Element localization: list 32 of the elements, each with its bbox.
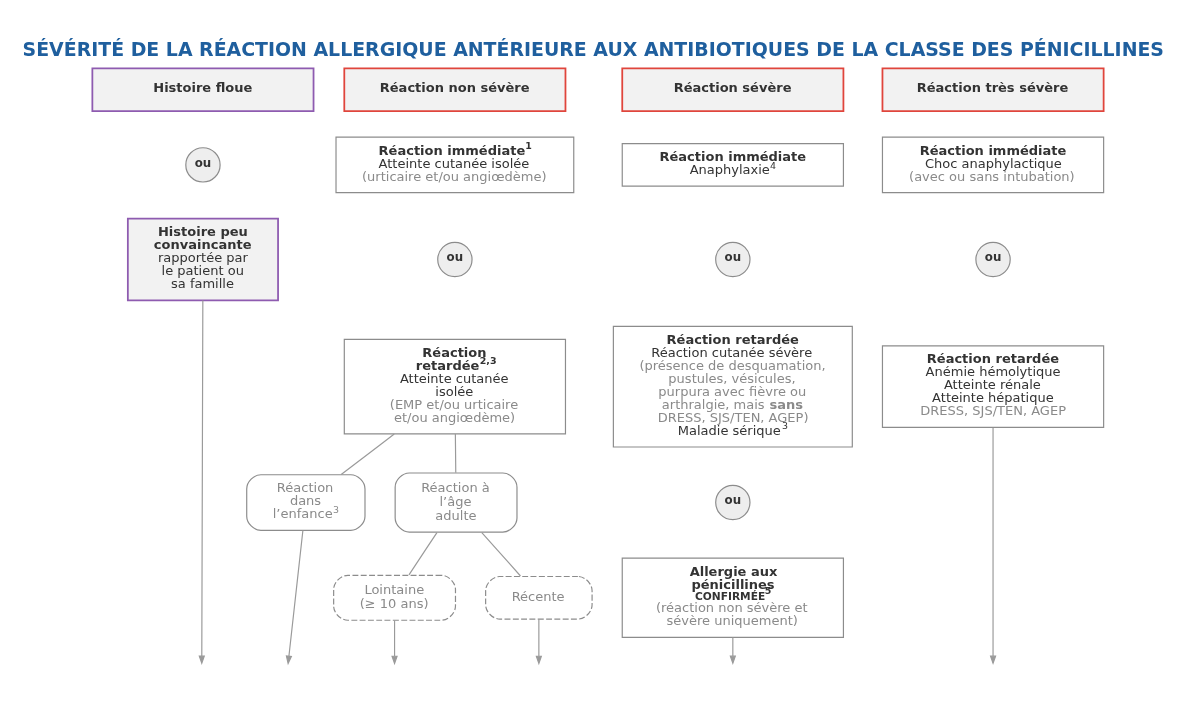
connector (408, 532, 438, 576)
node-circle: ou (715, 241, 751, 278)
node-circle: ou (185, 147, 221, 183)
arrow (535, 618, 543, 666)
node-box: Réaction retardée$^{2,3}$ Atteinte cutanée isolée (EMP et/ou urticaire et/ou angiœdème) (343, 338, 567, 435)
node-circle: ou (715, 484, 751, 521)
arrow (729, 637, 737, 666)
arrow (198, 299, 206, 665)
node-box: Réaction immédiate$^{1}$ Atteinte cutanée isolée (urticaire et/ou angiœdème) (335, 136, 575, 194)
connector (454, 433, 457, 474)
node-box: Réaction retardée Réaction cutanée sévère (présence de desquamation, pustules, vésicules, purpura avec fièvre ou arthralgie, mais sans DRESS, SJS/TEN, AGEP) Maladie sérique$^{3}$ (612, 325, 853, 448)
node-box: Réaction immédiate Choc anaphylactique (avec ou sans intubation) (881, 136, 1105, 194)
node-box: Réaction non sévère (343, 67, 567, 112)
node-circle: ou (975, 241, 1011, 278)
node-box: Réaction à l’âge adulte (394, 472, 518, 533)
arrow (989, 427, 997, 666)
arrow (285, 529, 304, 666)
diagram-title: SÉVÉRITÉ DE LA RÉACTION ALLERGIQUE ANTÉRIEURE AUX ANTIBIOTIQUES DE LA CLASSE DES PÉNICILLINES (22, 38, 1164, 61)
node-box: Réaction sévère (621, 67, 845, 112)
node-box: Allergie aux pénicillines CONFIRMÉE$^{5}$ (réaction non sévère et sévère uniquement) (621, 557, 844, 638)
node-box: Réaction immédiate Anaphylaxie$^{4}$ (621, 143, 844, 187)
node-box: Récente (485, 575, 593, 620)
connector (481, 532, 522, 577)
node-box: Histoire floue (91, 67, 315, 112)
node-box: Réaction très sévère (881, 67, 1105, 112)
node-box: Histoire peu convaincante rapportée par le patient ou sa famille (126, 217, 279, 302)
node-circle: ou (437, 241, 473, 278)
arrow (391, 619, 398, 666)
node-box: Réaction retardée Anémie hémolytique Atteinte rénale Atteinte hépatique DRESS, SJS/TEN, AGEP (881, 345, 1105, 429)
connector (340, 433, 395, 476)
node-box: Réaction dans l’enfance$^{3}$ (246, 474, 366, 531)
node-box: Lointaine (≥ 10 ans) (333, 574, 457, 621)
